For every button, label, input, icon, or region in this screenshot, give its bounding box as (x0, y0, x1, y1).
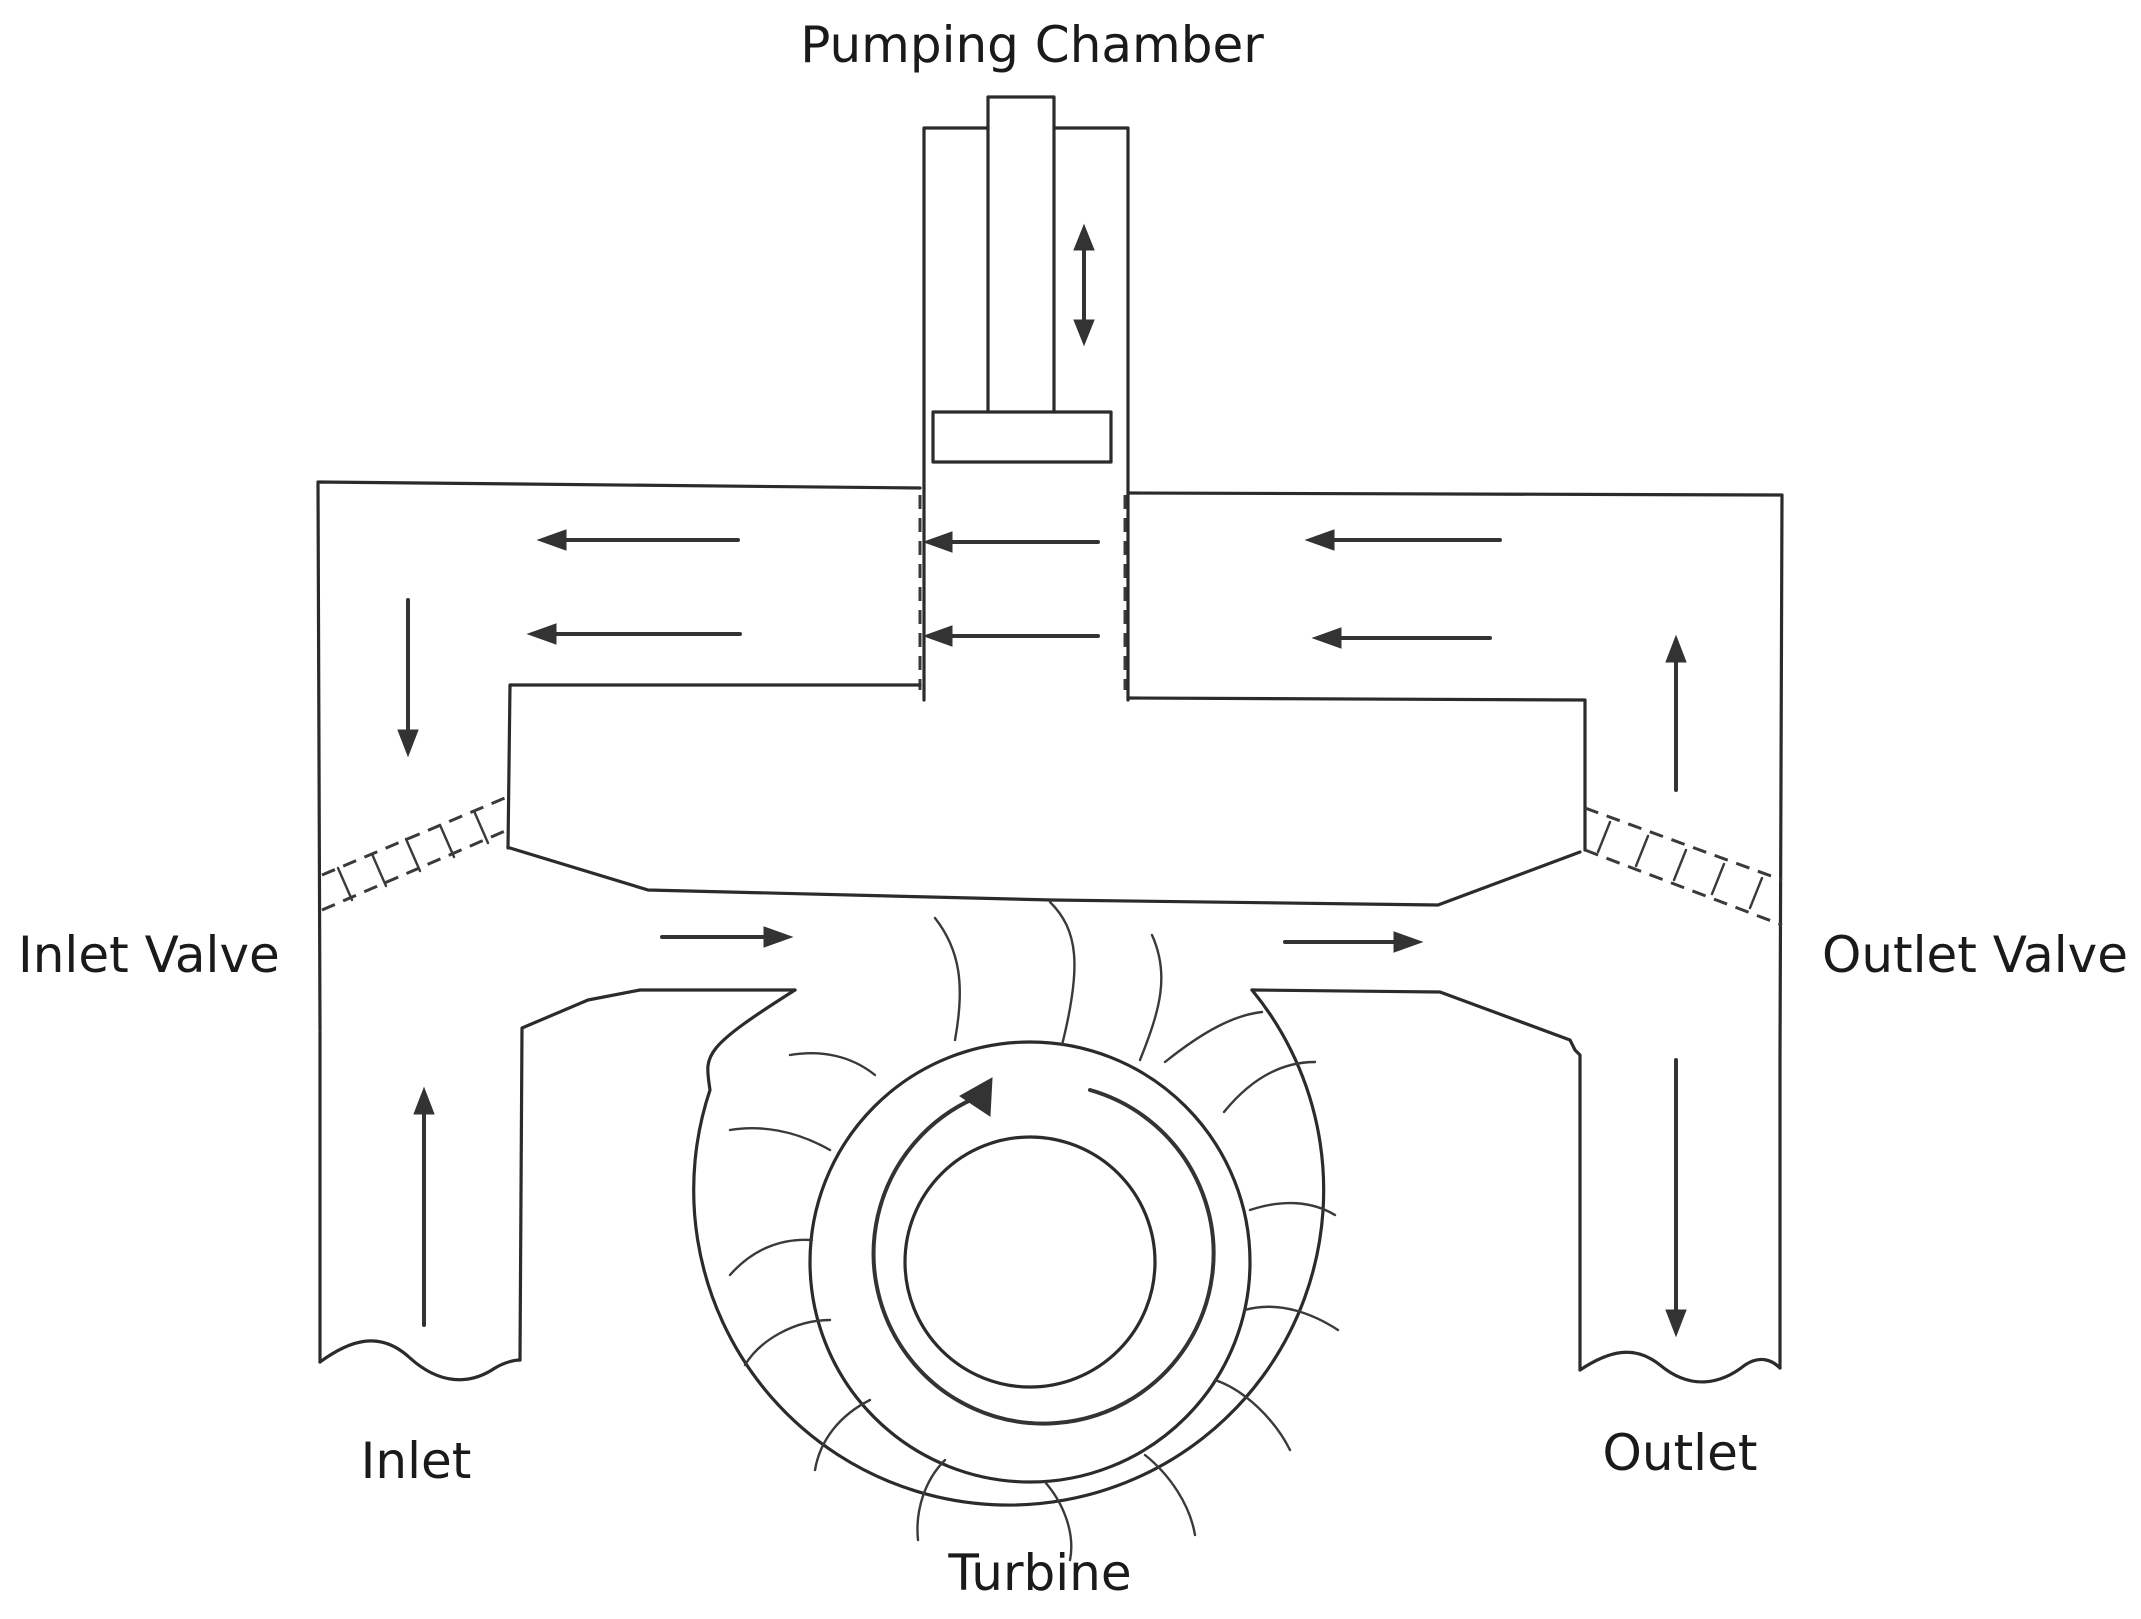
pumping-chamber (918, 95, 1130, 702)
inlet-channel (318, 846, 1582, 1382)
label-outlet-valve: Outlet Valve (1822, 926, 2128, 984)
label-outlet: Outlet (1603, 1424, 1758, 1482)
label-inlet-valve: Inlet Valve (18, 926, 280, 984)
outlet-channel (1250, 988, 1782, 1384)
turbine (692, 900, 1340, 1562)
rotation-arrow (871, 1077, 1216, 1426)
inlet-valve (321, 793, 513, 912)
housing-outline (316, 480, 1784, 1060)
label-turbine: Turbine (947, 1544, 1131, 1602)
outlet-valve (1584, 806, 1783, 927)
label-pumping-chamber: Pumping Chamber (800, 16, 1264, 74)
label-inlet: Inlet (361, 1432, 472, 1490)
piston-motion-arrow (1073, 223, 1095, 347)
flow-arrows (397, 529, 1687, 1338)
